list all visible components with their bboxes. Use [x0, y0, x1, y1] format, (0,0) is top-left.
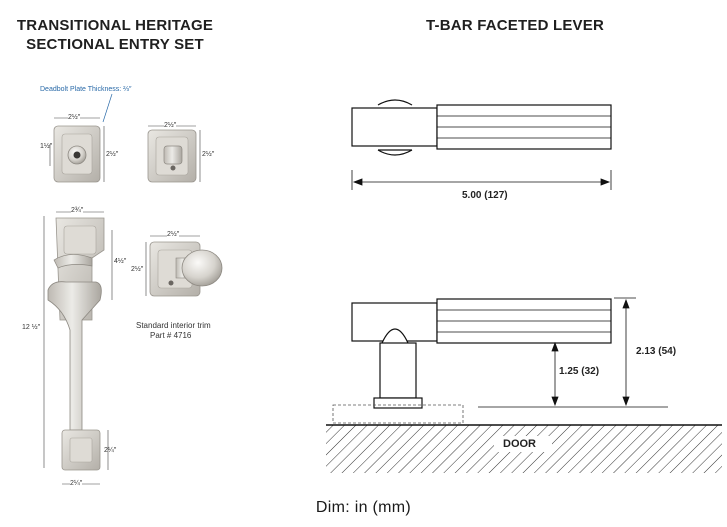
handleset-bottom-width-label: 2¼″: [70, 480, 83, 487]
door-surface: [326, 424, 722, 473]
deadbolt-height-label: 2½″: [106, 151, 119, 158]
projection-label: 2.13 (54): [636, 346, 677, 357]
handleset-bottom-height-label: 2¼″: [104, 447, 117, 454]
knob-trim: [145, 235, 223, 297]
knob-caption-line1: Standard interior trim: [136, 321, 211, 330]
left-title-line1: TRANSITIONAL HERITAGE: [16, 17, 214, 34]
knob-caption-line2: Part # 4716: [150, 331, 192, 340]
left-panel-title: TRANSITIONAL HERITAGE SECTIONAL ENTRY SE…: [0, 16, 230, 54]
thumbturn-height-label: 2½″: [202, 151, 215, 158]
knob-height-label: 2½″: [131, 266, 144, 273]
thumbturn-plate: [147, 125, 201, 183]
deadbolt-width-label: 2½″: [68, 114, 81, 121]
deadbolt-note-leader: [102, 93, 113, 123]
handleset-total-height-label: 12 ½″: [22, 324, 41, 331]
handleset: [43, 211, 113, 485]
knob-width-label: 2½″: [167, 231, 180, 238]
deadbolt-plate: [49, 117, 105, 183]
rose-outline: [332, 404, 464, 424]
lever-side-view: [351, 298, 612, 409]
height-dimensions: [478, 297, 668, 408]
length-dimension: [351, 170, 612, 190]
dimension-units-note: Dim: in (mm): [315, 499, 412, 516]
door-label: DOOR: [503, 438, 536, 450]
left-title-line2: SECTIONAL ENTRY SET: [26, 36, 204, 53]
handleset-upper-height-label: 4½″: [114, 258, 127, 265]
right-panel-title: T-BAR FACETED LEVER: [426, 17, 604, 34]
length-label: 5.00 (127): [462, 190, 508, 201]
deadbolt-note: Deadbolt Plate Thickness: ⅔″: [40, 86, 132, 93]
clearance-label: 1.25 (32): [559, 366, 600, 377]
thumbturn-width-label: 2½″: [164, 122, 177, 129]
lever-top-view: [351, 99, 612, 156]
handleset-top-width-label: 2¾″: [71, 207, 84, 214]
deadbolt-cyl-label: 1½″: [40, 143, 53, 150]
